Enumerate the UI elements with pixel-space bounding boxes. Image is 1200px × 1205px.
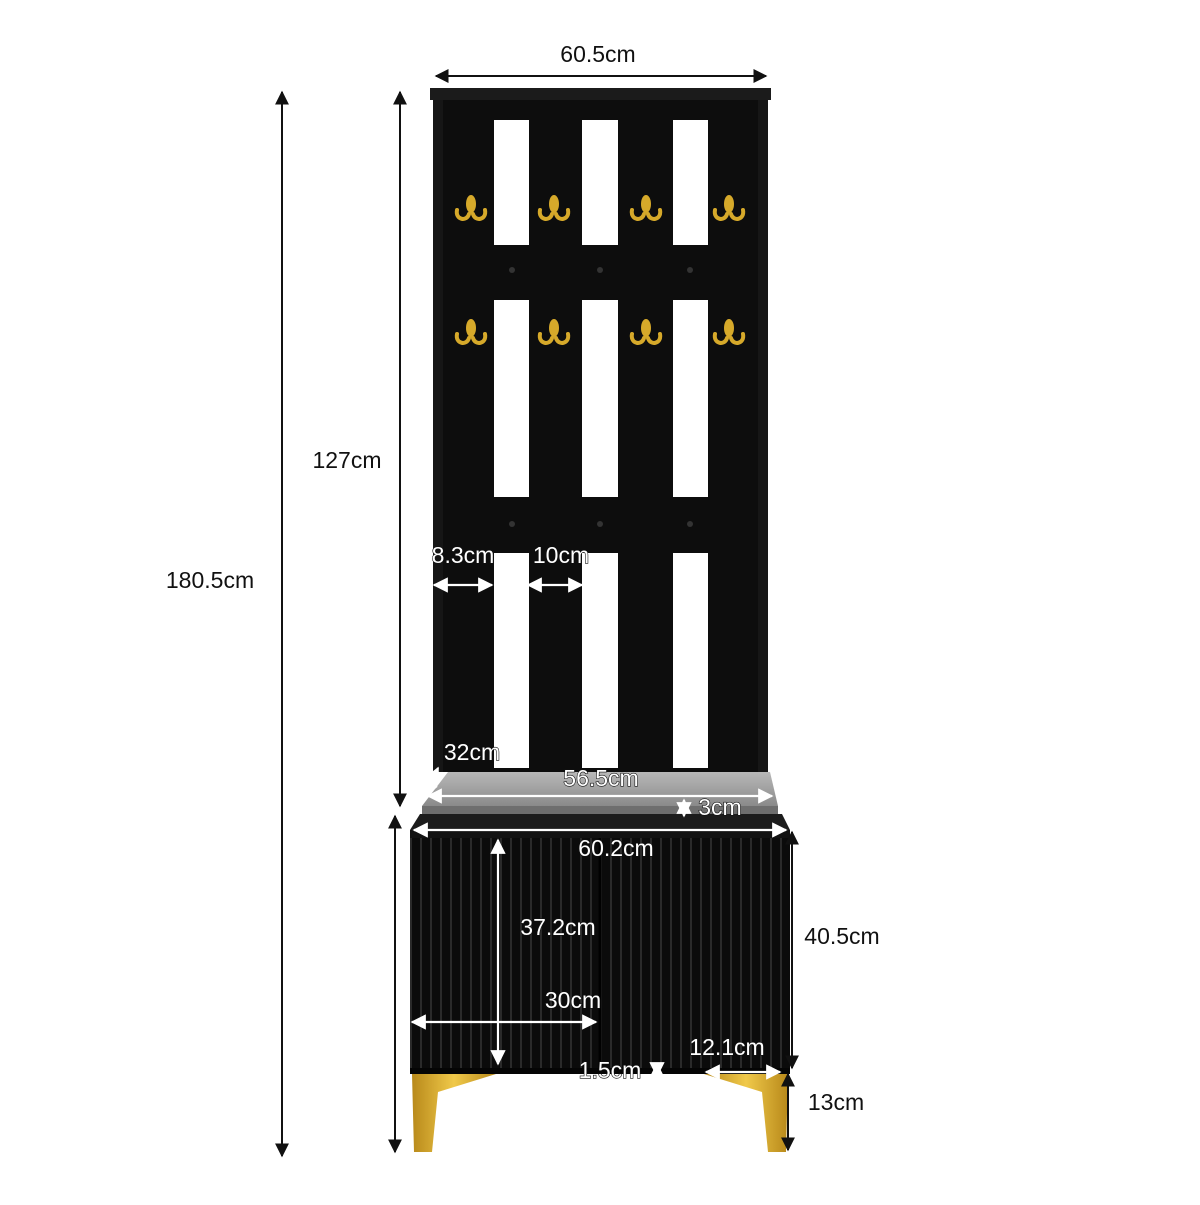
dimension-labels: 60.5cm 127cm 180.5cm 40.5cm 13cm 8.3cm 1… [166, 41, 880, 1115]
inner-dimension-lines [410, 577, 788, 1080]
gold-legs [412, 1074, 788, 1152]
label-top-width: 60.5cm [560, 41, 635, 67]
dimension-lines [275, 69, 799, 1158]
label-cushion-depth: 32cm [444, 739, 500, 765]
label-inner-height: 37.2cm [520, 914, 595, 940]
hook-icon [712, 319, 746, 345]
hook-icon [537, 195, 571, 221]
crossbar-screws [509, 267, 693, 527]
label-cabinet-width: 60.2cm [578, 835, 653, 861]
label-upper-height: 127cm [312, 447, 381, 473]
coat-rack-panel [430, 88, 771, 772]
label-total-height: 180.5cm [166, 567, 254, 593]
coat-hooks [454, 195, 746, 345]
hook-icon [454, 195, 488, 221]
label-side-gap: 8.3cm [432, 542, 495, 568]
label-gap: 1.5cm [579, 1057, 642, 1083]
label-leg-height: 13cm [808, 1089, 864, 1115]
hook-icon [629, 195, 663, 221]
hook-icon [537, 319, 571, 345]
label-cushion-thickness: 3cm [698, 794, 741, 820]
label-door-width: 30cm [545, 987, 601, 1013]
label-slat-width: 10cm [533, 542, 589, 568]
hook-icon [712, 195, 746, 221]
label-cabinet-height: 40.5cm [804, 923, 879, 949]
label-leg-inset: 12.1cm [689, 1034, 764, 1060]
label-cushion-width: 56.5cm [563, 765, 638, 791]
cabinet-doors [410, 838, 790, 1074]
hook-icon [629, 319, 663, 345]
hook-icon [454, 319, 488, 345]
